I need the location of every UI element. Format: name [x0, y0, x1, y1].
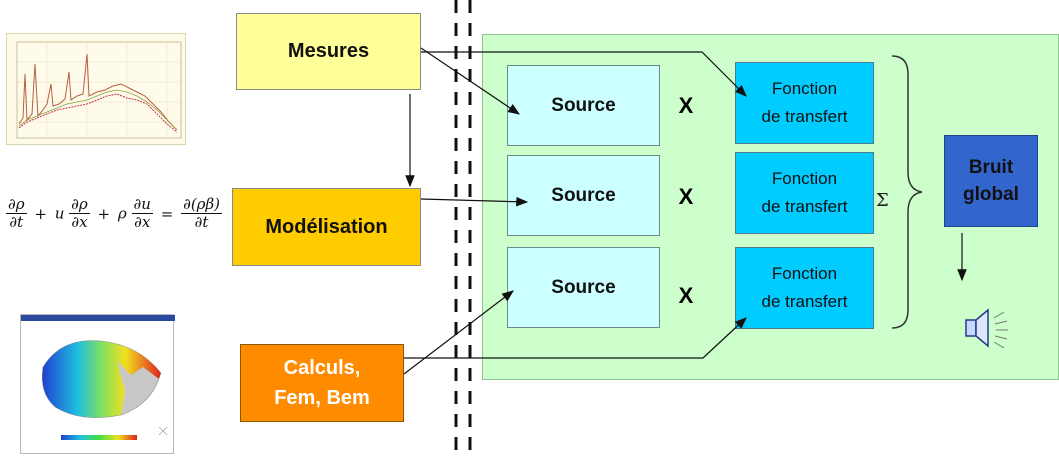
speaker-icon — [965, 308, 1008, 349]
multiply-sign-1: X — [678, 93, 694, 118]
transfer-function-box-2: Fonction de transfert — [735, 152, 874, 234]
source-box-1: Source — [507, 65, 660, 146]
transfer-function-box-1: Fonction de transfert — [735, 62, 874, 144]
bruit-global-box: Bruit global — [944, 135, 1038, 227]
equation-term-4: ∂(ρβ) ∂t — [181, 195, 223, 231]
equation-term-1: ∂ρ ∂t — [6, 195, 27, 231]
fem-mesh-icon — [20, 314, 175, 454]
sigma-symbol: Σ — [876, 190, 889, 211]
spectrum-plot-icon — [6, 33, 186, 145]
equation-term-2: ∂ρ ∂x — [69, 195, 90, 231]
equation-term-3: ∂u ∂x — [131, 195, 153, 231]
multiply-sign-2: X — [678, 184, 694, 209]
multiply-sign-3: X — [678, 283, 694, 308]
source-box-3: Source — [507, 247, 660, 328]
mesures-box: Mesures — [236, 13, 421, 90]
boundary-dashed-lines — [454, 0, 472, 459]
continuity-equation: ∂ρ ∂t + u ∂ρ ∂x + ρ ∂u ∂x = ∂(ρβ) ∂t — [6, 195, 223, 231]
source-box-2: Source — [507, 155, 660, 236]
summation-brace — [891, 55, 923, 329]
calculs-box: Calculs, Fem, Bem — [240, 344, 404, 422]
modelisation-box: Modélisation — [232, 188, 421, 266]
transfer-function-box-3: Fonction de transfert — [735, 247, 874, 329]
